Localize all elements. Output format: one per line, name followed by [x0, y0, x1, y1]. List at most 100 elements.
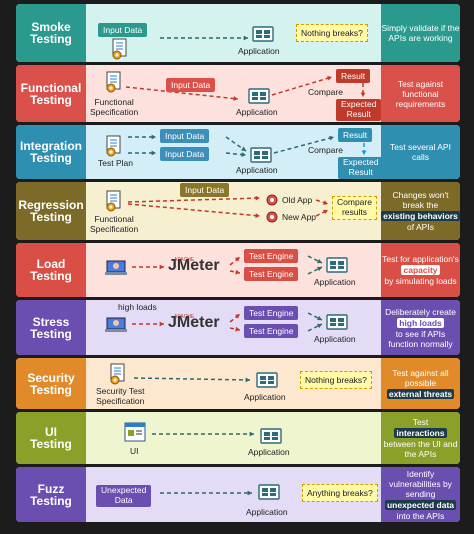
- spec-label: Functional Specification: [90, 214, 139, 234]
- flow-arrows: [152, 431, 254, 437]
- flow-arrows: [132, 312, 323, 332]
- application-label: Application: [246, 507, 288, 517]
- arrow-head: [151, 134, 156, 140]
- arrow-head: [241, 146, 246, 151]
- arrow-head: [233, 96, 238, 101]
- arrow-head: [360, 92, 366, 97]
- high-loads-label: high loads: [118, 302, 157, 312]
- flow-arrow: [127, 203, 261, 217]
- row-label: Fuzz Testing: [16, 467, 86, 522]
- application-label: Application: [314, 277, 356, 287]
- old-app-label: Old App: [282, 195, 313, 205]
- application-icon: [256, 372, 278, 393]
- arrow-head: [243, 35, 248, 41]
- application-label: Application: [236, 107, 278, 117]
- expected-result-box: Expected Result: [336, 99, 382, 121]
- ui-icon: [124, 422, 146, 447]
- compare-results-note: Compare results: [332, 196, 377, 220]
- test-engine-box-1: Test Engine: [244, 306, 299, 320]
- flow-arrow: [307, 312, 323, 321]
- arrow-head: [235, 314, 240, 319]
- flow-arrow: [307, 255, 323, 264]
- row-label: Load Testing: [16, 243, 86, 297]
- application-icon: [258, 484, 280, 505]
- row-label: Regression Testing: [16, 182, 86, 240]
- plan-label: Test Plan: [98, 158, 133, 168]
- result-box: Result: [336, 69, 371, 83]
- row-label: Functional Testing: [16, 65, 86, 122]
- application-label: Application: [248, 447, 290, 457]
- row-description: Test against functional requirements: [381, 65, 460, 122]
- flow-arrows: [160, 35, 248, 41]
- application-icon: [250, 147, 272, 168]
- application-icon: [326, 257, 348, 278]
- application-icon: [252, 26, 274, 47]
- arrow-head: [317, 315, 322, 321]
- arrow-head: [329, 135, 334, 141]
- flow-arrow: [125, 86, 239, 100]
- arrow-head: [327, 75, 332, 81]
- ui-label: UI: [130, 446, 139, 456]
- arrow-head: [235, 269, 240, 275]
- arrow-head: [361, 150, 367, 155]
- new-app-icon: [266, 210, 278, 228]
- input-data-box-2: Input Data: [160, 147, 210, 161]
- row-label: UI Testing: [16, 412, 86, 464]
- row-label: Stress Testing: [16, 300, 86, 355]
- laptop-icon: [104, 259, 128, 282]
- arrow-head: [317, 323, 322, 329]
- arrow-head: [151, 150, 156, 156]
- flow-arrow: [273, 136, 335, 154]
- flow-arrow: [315, 209, 329, 217]
- arrow-head: [317, 258, 322, 264]
- input-data-box: Input Data: [180, 183, 230, 197]
- result-box: Result: [338, 128, 373, 142]
- arrow-head: [241, 152, 246, 157]
- result-note: Nothing breaks?: [300, 371, 372, 389]
- flow-arrows: [125, 75, 366, 101]
- row-label: Integration Testing: [16, 125, 86, 179]
- application-icon: [326, 314, 348, 335]
- application-icon: [248, 88, 270, 109]
- arrow-head: [317, 266, 322, 272]
- arrow-head: [159, 321, 164, 327]
- security-spec-icon: [108, 363, 128, 390]
- spec-icon: [104, 71, 124, 98]
- arrow-head: [245, 377, 250, 383]
- flow-arrows: [133, 377, 251, 383]
- jmeter-brand: APACHE: [174, 257, 195, 263]
- result-note: Anything breaks?: [302, 484, 378, 502]
- spec-label: Functional Specification: [90, 97, 139, 117]
- jmeter-brand: APACHE: [174, 314, 195, 320]
- input-data-box-1: Input Data: [160, 129, 210, 143]
- old-app-icon: [266, 193, 278, 211]
- flow-arrows: [132, 255, 323, 275]
- input-data-box: Input Data: [166, 78, 216, 92]
- application-label: Application: [314, 334, 356, 344]
- test-engine-box-1: Test Engine: [244, 249, 299, 263]
- spec-label: Security Test Specification: [96, 386, 145, 406]
- spec-icon: [104, 190, 124, 217]
- flow-arrow: [133, 377, 251, 381]
- flow-area: UI Application: [88, 412, 379, 464]
- arrow-head: [159, 264, 164, 270]
- result-note: Nothing breaks?: [296, 24, 368, 42]
